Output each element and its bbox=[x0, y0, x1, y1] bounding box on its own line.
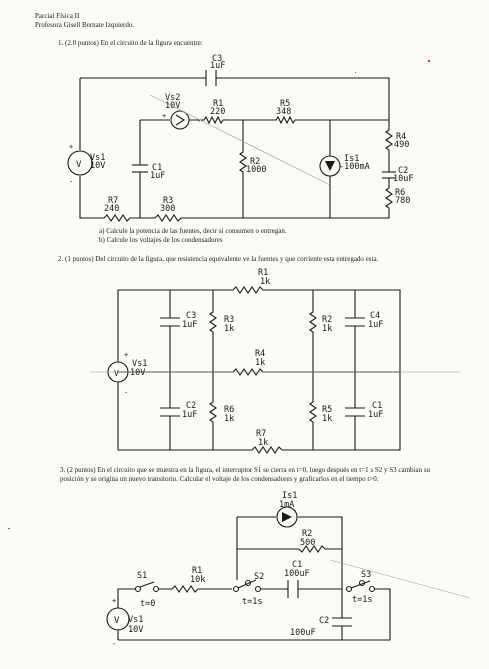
value-is1: -100mA bbox=[339, 162, 370, 172]
label-is1: Is1 bbox=[344, 154, 359, 164]
voltage-source-vs1 bbox=[67, 150, 93, 176]
label-c2-c3: C2 bbox=[319, 616, 329, 626]
value-r3-c2: 1k bbox=[224, 324, 234, 334]
svg-text:+: + bbox=[112, 597, 116, 605]
label-vs1-c3: Vs1 bbox=[128, 615, 143, 625]
label-r7-c2: R7 bbox=[256, 429, 266, 439]
label-s1: S1 bbox=[137, 571, 147, 581]
label-s2: S2 bbox=[254, 572, 264, 582]
voltage-source-vs1-c3 bbox=[106, 607, 130, 631]
resistor-r7-r3-branch bbox=[103, 208, 390, 222]
label-c1-c3: C1 bbox=[292, 560, 302, 570]
label-r5-c2: R5 bbox=[322, 405, 332, 415]
label-c2: C2 bbox=[398, 166, 408, 176]
question-1-item-a: a) Calcule la potencia de las fuentes, d… bbox=[99, 227, 287, 235]
current-source-is1 bbox=[319, 155, 341, 177]
value-vs1-c2: 10V bbox=[130, 368, 145, 378]
value-c1: 1uF bbox=[150, 171, 165, 181]
scan-mark bbox=[8, 528, 10, 529]
label-r2: R2 bbox=[250, 157, 260, 167]
question-3-title: 3. (2 puntos) En el circuito que se mues… bbox=[60, 466, 431, 483]
label-r7: R7 bbox=[108, 196, 118, 206]
svg-text:-: - bbox=[124, 389, 128, 397]
question-1-item-b: b) Calcule los voltajes de los condensad… bbox=[99, 236, 223, 244]
label-r6: R6 bbox=[395, 188, 405, 198]
label-s3: S3 bbox=[361, 570, 371, 580]
value-vs2: 10V bbox=[165, 101, 180, 111]
label-c1-c2: C1 bbox=[372, 401, 382, 411]
value-r7-c2: 1k bbox=[258, 438, 268, 448]
label-r2-c2: R2 bbox=[322, 315, 332, 325]
label-c4-c2: C4 bbox=[370, 311, 380, 321]
label-r1-c3: R1 bbox=[192, 566, 202, 576]
value-r2-c3: 500 bbox=[300, 538, 315, 548]
value-c4-c2: 1uF bbox=[368, 320, 383, 330]
label-c3: C3 bbox=[212, 54, 222, 64]
label-c3-c2: C3 bbox=[186, 311, 196, 321]
value-r2: 1000 bbox=[246, 165, 266, 175]
scan-mark bbox=[428, 60, 430, 62]
value-is1-c3: 1mA bbox=[279, 500, 294, 510]
value-r5-c2: 1k bbox=[322, 414, 332, 424]
label-r1-c2: R1 bbox=[258, 268, 268, 278]
label-r4-c2: R4 bbox=[255, 349, 265, 359]
scan-mark bbox=[355, 72, 356, 73]
value-r7: 240 bbox=[104, 204, 119, 214]
label-r3-c2: R3 bbox=[224, 315, 234, 325]
svg-text:+: + bbox=[124, 351, 128, 359]
value-c1-c3: 100uF bbox=[284, 569, 310, 579]
value-r4: 490 bbox=[394, 140, 409, 150]
label-r2-c3: R2 bbox=[302, 529, 312, 539]
svg-text:V: V bbox=[114, 369, 119, 378]
current-source-is1-c3 bbox=[276, 506, 298, 528]
svg-text:-: - bbox=[112, 640, 116, 648]
value-r1-c3: 10k bbox=[190, 575, 205, 585]
document-header-course: Parcial Física II bbox=[35, 12, 80, 20]
value-s3-time: t=1s bbox=[352, 595, 372, 605]
value-s1-time: t=0 bbox=[140, 599, 155, 609]
value-r6-c2: 1k bbox=[224, 414, 234, 424]
value-r4-c2: 1k bbox=[255, 358, 265, 368]
question-2-title: 2. (1 puntos) Del circuito de la figura,… bbox=[58, 255, 379, 263]
svg-text:+: + bbox=[162, 112, 166, 120]
label-r6-c2: R6 bbox=[224, 405, 234, 415]
label-r5: R5 bbox=[280, 99, 290, 109]
value-r2-c2: 1k bbox=[322, 324, 332, 334]
question-1-title: 1. (2.0 puntos) En el circuito de la fig… bbox=[58, 39, 203, 47]
value-vs1-c3: 10V bbox=[128, 625, 143, 635]
value-r5: 348 bbox=[276, 107, 291, 117]
value-r1-c2: 1k bbox=[260, 277, 270, 287]
svg-text:V: V bbox=[76, 160, 82, 170]
value-c1-c2: 1uF bbox=[368, 410, 383, 420]
value-c3-c2: 1uF bbox=[182, 320, 197, 330]
label-r1: R1 bbox=[213, 99, 223, 109]
svg-text:+: + bbox=[69, 143, 73, 151]
value-r6: 780 bbox=[395, 196, 410, 206]
value-c2-c2: 1uF bbox=[182, 410, 197, 420]
svg-text:-: - bbox=[69, 178, 73, 186]
label-r3: R3 bbox=[163, 196, 173, 206]
document-header-professor: Profesora Gisell Bernate Izquierdo. bbox=[35, 21, 135, 29]
label-r4: R4 bbox=[396, 132, 406, 142]
label-c1: C1 bbox=[152, 163, 162, 173]
value-vs1: 10V bbox=[90, 161, 105, 171]
svg-text:V: V bbox=[114, 616, 120, 626]
value-r1: 220 bbox=[210, 107, 225, 117]
value-c3: 1uF bbox=[210, 61, 225, 71]
value-r3: 300 bbox=[160, 204, 175, 214]
value-s2-time: t=1s bbox=[242, 597, 262, 607]
value-c2-c3: 100uF bbox=[290, 628, 316, 638]
voltage-source-vs2 bbox=[170, 110, 190, 130]
label-is1-c3: Is1 bbox=[282, 491, 297, 501]
label-vs1: Vs1 bbox=[90, 153, 105, 163]
svg-text:': ' bbox=[197, 119, 201, 127]
value-c2: 10uF bbox=[393, 174, 413, 184]
label-vs1-c2: Vs1 bbox=[132, 359, 147, 369]
label-c2-c2: C2 bbox=[186, 401, 196, 411]
label-vs2: Vs2 bbox=[165, 93, 180, 103]
